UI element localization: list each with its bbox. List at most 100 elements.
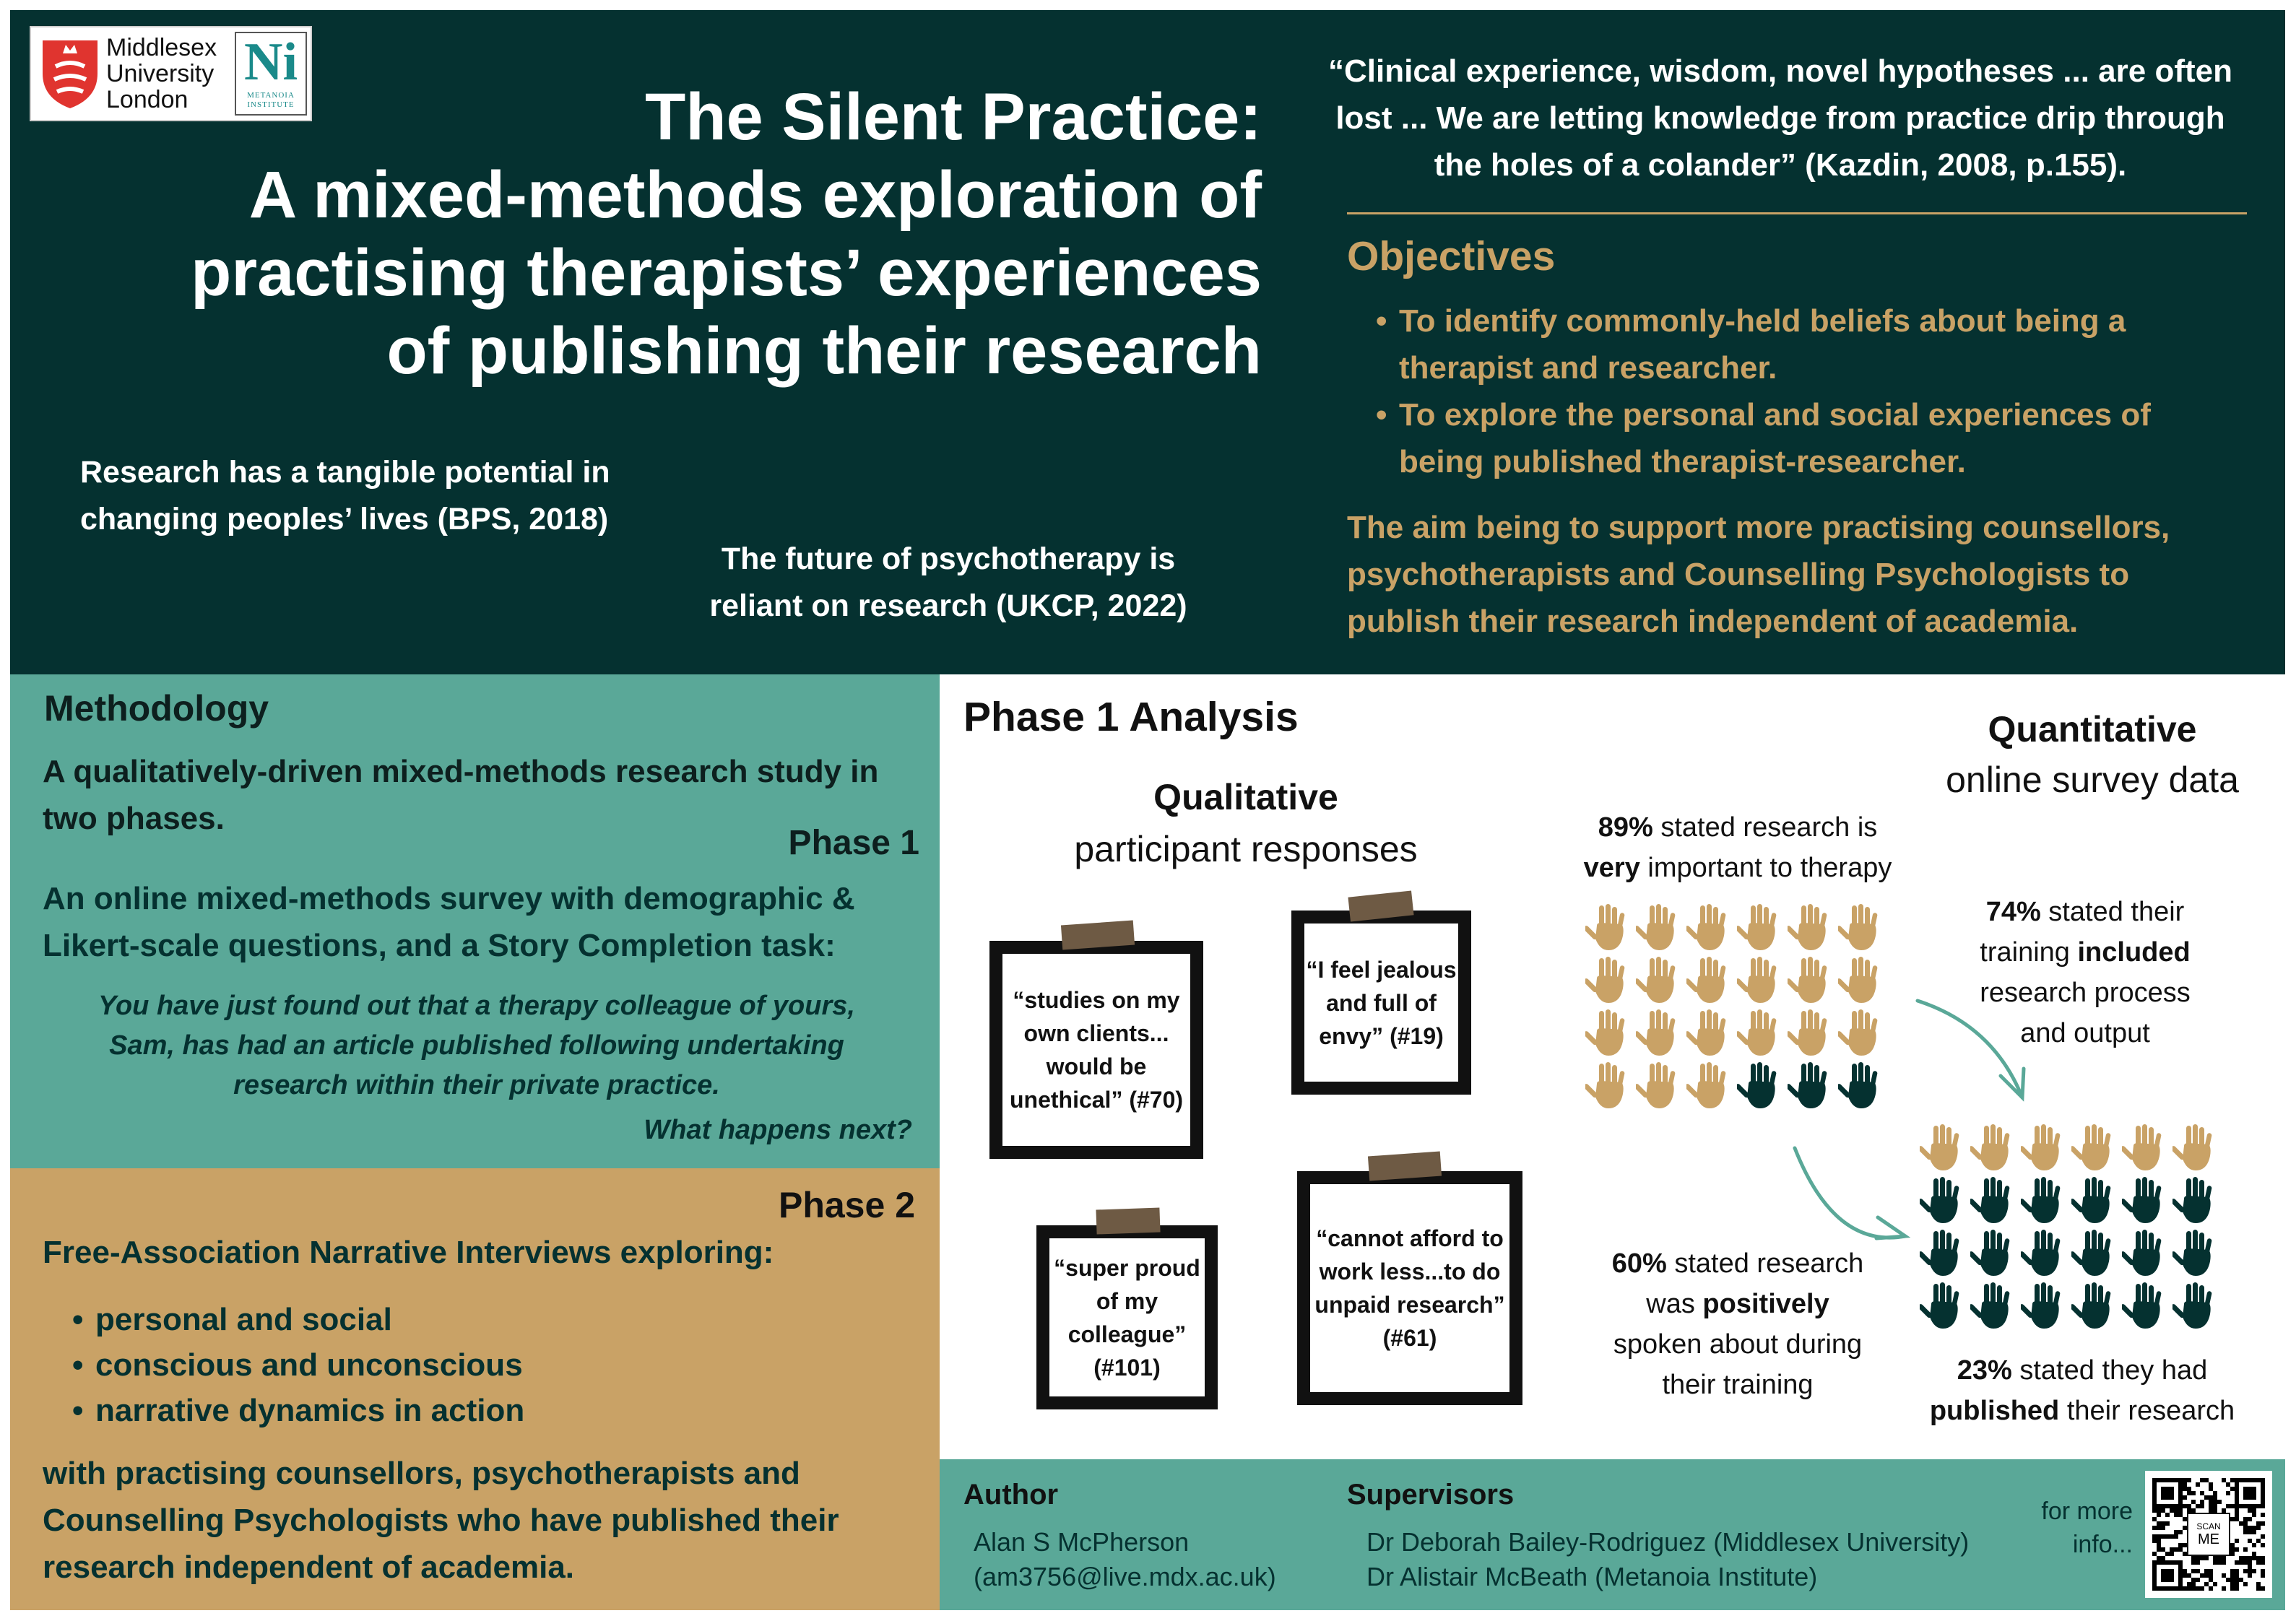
phase2-list: personal and social conscious and uncons… (72, 1297, 524, 1433)
hand-icon (1585, 1008, 1636, 1061)
hand-icon (1970, 1228, 2021, 1281)
hand-icon (1970, 1123, 2021, 1175)
author-email[interactable]: (am3756@live.mdx.ac.uk) (974, 1562, 1276, 1591)
hand-icon (2122, 1228, 2172, 1281)
hand-icon (1737, 1008, 1788, 1061)
author-info: Alan S McPherson (am3756@live.mdx.ac.uk) (974, 1525, 1276, 1594)
qr-code-icon (2152, 1478, 2265, 1591)
middlesex-shield-icon (43, 40, 98, 108)
hand-icon (1970, 1175, 2021, 1228)
quote-note: “cannot afford to work less...to do unpa… (1297, 1171, 1522, 1405)
phase2-item: personal and social (72, 1297, 524, 1342)
phase1-text: An online mixed-methods survey with demo… (43, 881, 855, 963)
hand-icon (1920, 1281, 1970, 1334)
hand-icon (2172, 1123, 2223, 1175)
stat-text: very (1583, 853, 1640, 883)
logo-text: METANOIA (247, 91, 295, 100)
hand-icon (1737, 903, 1788, 955)
kazdin-quote: “Clinical experience, wisdom, novel hypo… (1328, 53, 2232, 183)
hand-icon (1686, 1008, 1737, 1061)
quote-note: “super proud of my colleague” (#101) (1036, 1225, 1218, 1409)
qr-code[interactable]: SCAN ME (2145, 1471, 2272, 1598)
hand-icon (1686, 955, 1737, 1008)
hand-icon (1788, 1008, 1838, 1061)
logo-text: University (106, 60, 215, 87)
stat-value: 60% (1611, 1248, 1667, 1279)
phase2-text: Free-Association Narrative Interviews ex… (43, 1235, 774, 1270)
hand-icon (1636, 1061, 1686, 1113)
stat-text: research process (1980, 978, 2191, 1008)
ukcp-claim: The future of psychotherapy is reliant on… (650, 536, 1247, 630)
story-question: What happens next? (644, 1115, 912, 1145)
hand-icon (1636, 1008, 1686, 1061)
supervisors-label: Supervisors (1347, 1479, 1515, 1511)
arrow-60 (1793, 1146, 1907, 1240)
stat-text: stated research is (1652, 812, 1878, 843)
stat-60: 60% stated research was positively spoke… (1557, 1243, 1918, 1405)
stat-text: included (2077, 937, 2191, 968)
tape (1096, 1207, 1161, 1235)
quantitative-subtitle: online survey data (1946, 760, 2239, 800)
stat-89: 89% stated research is very important to… (1557, 807, 1918, 888)
stat-value: 89% (1598, 812, 1653, 843)
stat-text: training (1980, 937, 2078, 968)
logo-text: Middlesex (106, 34, 217, 61)
hand-icon (2021, 1281, 2071, 1334)
hand-icon (2071, 1175, 2122, 1228)
hand-icon (1686, 1061, 1737, 1113)
tape (1060, 920, 1135, 950)
stat-value: 74% (1985, 897, 2041, 927)
supervisor: Dr Deborah Bailey-Rodriguez (Middlesex U… (1366, 1527, 1970, 1557)
note-text: “super proud of my colleague” (#101) (1049, 1238, 1205, 1396)
title-line: A mixed-methods exploration of (248, 158, 1262, 232)
title-line: The Silent Practice: (645, 80, 1262, 154)
quote-note: “studies on my own clients... would be u… (989, 941, 1203, 1159)
hand-icon (2122, 1123, 2172, 1175)
phase2-close: with practising counsellors, psychothera… (43, 1456, 839, 1585)
hand-icon (1788, 903, 1838, 955)
hand-icon (1788, 1061, 1838, 1113)
hand-icon (1636, 955, 1686, 1008)
stat-text: and output (2020, 1018, 2150, 1048)
qr-label: ME (2198, 1531, 2219, 1547)
phase2-heading: Phase 2 (778, 1185, 915, 1225)
hand-icon (2172, 1175, 2223, 1228)
hand-icon (2021, 1228, 2071, 1281)
claim-line: reliant on research (UKCP, 2022) (709, 588, 1187, 623)
objectives-list: To identify commonly-held beliefs about … (1376, 297, 2243, 485)
stat-text: published (1929, 1396, 2060, 1426)
hand-icon (2021, 1123, 2071, 1175)
stat-74: 74% stated their training included resea… (1905, 892, 2266, 1053)
phase1-heading: Phase 1 (788, 824, 919, 862)
hand-icon (1737, 1061, 1788, 1113)
phase2-item: narrative dynamics in action (72, 1388, 524, 1433)
logo-text: INSTITUTE (247, 100, 295, 109)
analysis-heading: Phase 1 Analysis (963, 694, 1299, 740)
qualitative-subtitle: participant responses (1074, 829, 1418, 869)
stat-text: stated they had (2011, 1355, 2208, 1386)
hand-icon (1636, 903, 1686, 955)
title-line: of publishing their research (386, 314, 1262, 388)
hand-icon (1920, 1228, 1970, 1281)
stat-text: spoken about during (1613, 1329, 1863, 1360)
hand-icon (1920, 1123, 1970, 1175)
supervisor: Dr Alistair McBeath (Metanoia Institute) (1366, 1562, 1818, 1591)
author-name: Alan S McPherson (974, 1527, 1190, 1557)
hand-icon (1585, 1061, 1636, 1113)
supervisors-list: Dr Deborah Bailey-Rodriguez (Middlesex U… (1366, 1525, 1969, 1594)
aim-text: The aim being to support more practising… (1347, 510, 2170, 639)
arrow-head-icon (1874, 1215, 1911, 1240)
hand-icon (1585, 955, 1636, 1008)
stat-text: stated research (1666, 1248, 1864, 1279)
author-label: Author (963, 1479, 1059, 1511)
note-text: “studies on my own clients... would be u… (1002, 954, 1190, 1146)
hand-icon (1585, 903, 1636, 955)
hand-icon (1838, 1008, 1889, 1061)
claim-line: The future of psychotherapy is (721, 542, 1176, 576)
logo: Middlesex University London Ni METANOIA … (30, 26, 312, 121)
hand-icon (1838, 955, 1889, 1008)
hand-icon (1686, 903, 1737, 955)
objective-item: To explore the personal and social exper… (1376, 391, 2243, 485)
note-text: “I feel jealous and full of envy” (#19) (1304, 924, 1458, 1082)
